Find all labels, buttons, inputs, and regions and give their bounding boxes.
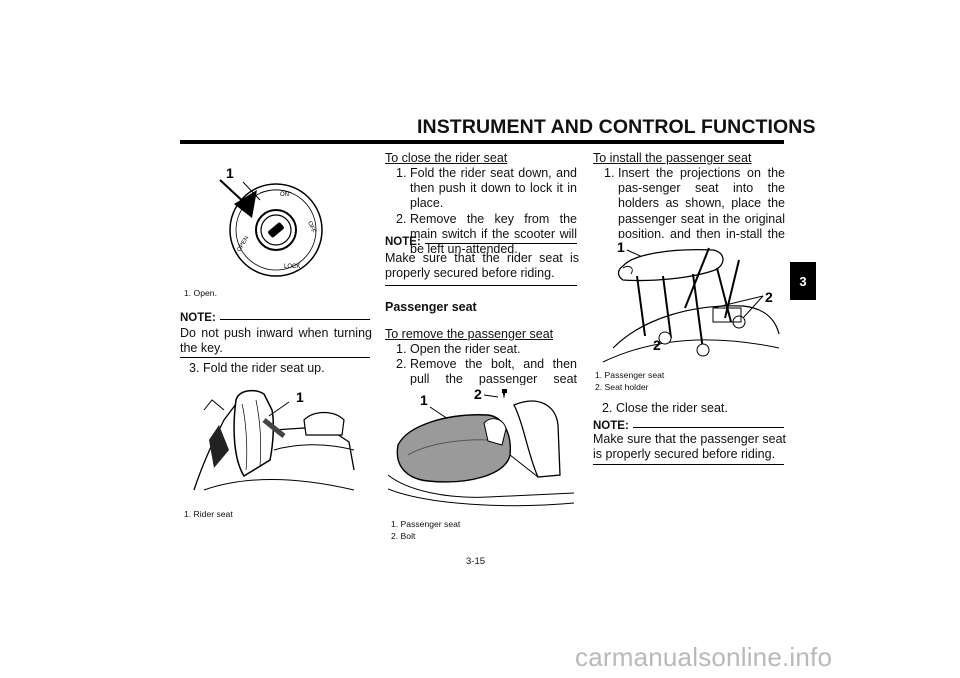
chapter-tab: 3 — [790, 262, 816, 300]
figure-caption-3a: 1. Passenger seat — [391, 519, 461, 529]
figure-callout: 1 — [420, 392, 428, 408]
note-header: NOTE: — [593, 420, 784, 432]
passenger-seat-removal-illustration: 1 2 — [388, 385, 574, 511]
page-number: 3-15 — [466, 556, 486, 567]
key-switch-illustration: 1 ON OFF LOCK OPEN — [180, 160, 355, 300]
figure-callout: 1 — [617, 239, 625, 255]
step-text: Fold the rider seat down, and then push … — [410, 166, 577, 211]
step-number: 2. — [396, 211, 407, 226]
figure-callout: 2 — [765, 289, 773, 305]
figure-caption-1: 1. Open. — [184, 288, 217, 298]
figure-callout: 2 — [474, 386, 482, 402]
page-header-title: INSTRUMENT AND CONTROL FUNCTIONS — [417, 116, 816, 138]
figure-caption-3b: 2. Bolt — [391, 531, 416, 541]
remove-passenger-seat-heading: To remove the passenger seat — [385, 327, 554, 341]
note-label: NOTE: — [385, 236, 421, 248]
close-steps: 1. Fold the rider seat down, and then pu… — [385, 166, 577, 257]
step-number: 2. — [396, 357, 407, 372]
note-rule — [593, 464, 784, 465]
svg-text:LOCK: LOCK — [284, 264, 300, 270]
note-header: NOTE: — [385, 236, 577, 248]
rider-seat-illustration: 1 — [184, 380, 364, 502]
step-number: 2. — [602, 401, 613, 415]
passenger-seat-install-illustration: 1 2 2 — [593, 238, 783, 366]
svg-text:ON: ON — [280, 192, 289, 198]
note-text: Make sure that the passenger seat is pro… — [593, 432, 786, 462]
note-label: NOTE: — [593, 420, 629, 432]
figure-callout: 1 — [296, 389, 304, 405]
step-number: 3. — [189, 361, 200, 375]
step-text: Open the rider seat. — [410, 342, 521, 356]
step-number: 1. — [604, 166, 615, 180]
note-header: NOTE: — [180, 312, 370, 324]
note-label: NOTE: — [180, 312, 216, 324]
note-text: Make sure that the rider seat is properl… — [385, 251, 579, 281]
install-step-2: 2. Close the rider seat. — [602, 401, 782, 416]
close-step-1: 1. Fold the rider seat down, and then pu… — [385, 166, 577, 212]
watermark: carmanualsonline.info — [575, 642, 833, 672]
header-rule — [180, 140, 784, 144]
figure-caption-4b: 2. Seat holder — [595, 382, 649, 392]
figure-caption-2: 1. Rider seat — [184, 509, 233, 519]
note-text: Do not push inward when turning the key. — [180, 326, 372, 356]
svg-text:OFF: OFF — [306, 221, 316, 235]
note-rule — [385, 285, 577, 286]
passenger-seat-section-title: Passenger seat — [385, 300, 477, 314]
step-number: 1. — [396, 166, 407, 180]
figure-callout: 1 — [226, 165, 234, 181]
step-3: 3. Fold the rider seat up. — [189, 361, 364, 376]
step-number: 1. — [396, 342, 407, 356]
figure-callout: 2 — [653, 337, 661, 353]
step-text: Remove the key from the main switch if t… — [410, 211, 577, 257]
step-text: Close the rider seat. — [616, 401, 728, 415]
figure-caption-4a: 1. Passenger seat — [595, 370, 665, 380]
remove-step-1: 1. Open the rider seat. — [385, 342, 577, 357]
install-passenger-seat-heading: To install the passenger seat — [593, 151, 752, 165]
close-rider-seat-heading: To close the rider seat — [385, 151, 508, 165]
note-rule — [180, 357, 370, 358]
close-step-2: 2. Remove the key from the main switch i… — [385, 212, 577, 258]
step-text: Fold the rider seat up. — [203, 361, 325, 375]
